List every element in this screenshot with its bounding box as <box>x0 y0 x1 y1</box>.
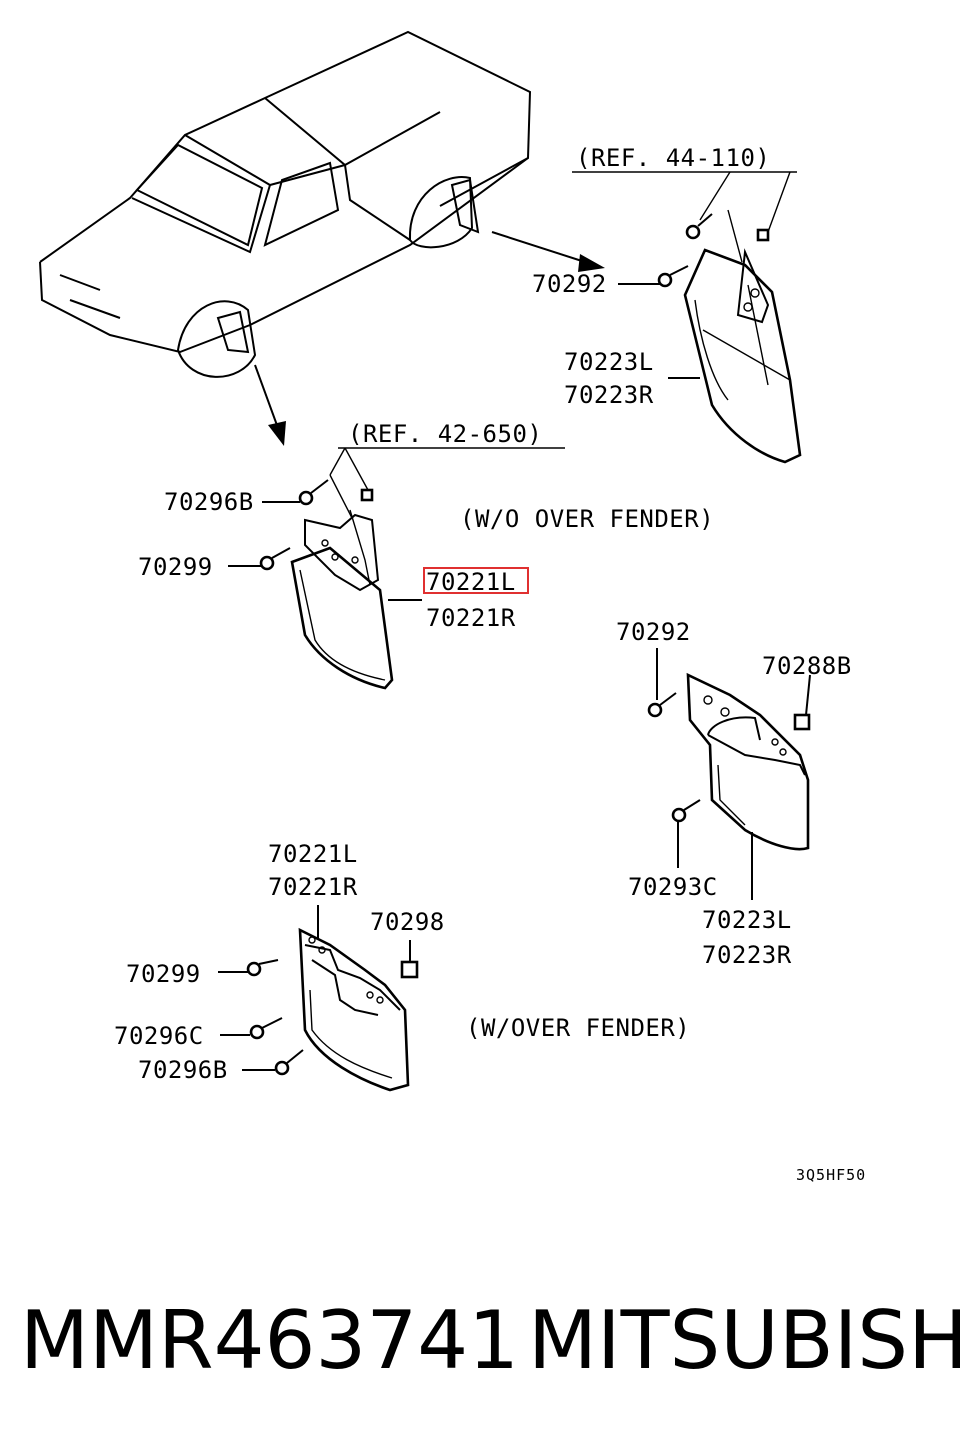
clip-icon <box>360 488 374 502</box>
label-over-70293C: 70293C <box>628 873 718 901</box>
label-over-front-70221R: 70221R <box>268 873 358 901</box>
label-wo-over-fender: (W/O OVER FENDER) <box>460 505 714 533</box>
label-over-front-70296B: 70296B <box>138 1056 228 1084</box>
label-over-front-70299: 70299 <box>126 960 201 988</box>
label-over-70223L: 70223L <box>702 906 792 934</box>
label-over-70223R: 70223R <box>702 941 792 969</box>
label-front-70221L-highlight: 70221L <box>426 568 516 596</box>
screw-icon <box>246 959 279 977</box>
label-w-over-fender: (W/OVER FENDER) <box>466 1014 690 1042</box>
clip-icon <box>793 713 811 731</box>
label-front-70221R: 70221R <box>426 604 516 632</box>
arrow-rear <box>491 231 605 272</box>
front-overfender-mudguard-drawing <box>218 905 419 1092</box>
label-over-front-70296C: 70296C <box>114 1022 204 1050</box>
drawing-code: 3Q5HF50 <box>796 1166 866 1184</box>
screw-icon <box>685 213 713 240</box>
truck-illustration <box>39 30 532 378</box>
label-rear-70292: 70292 <box>532 270 607 298</box>
arrow-front <box>254 364 286 446</box>
screw-icon <box>274 1049 304 1076</box>
label-over-front-70298: 70298 <box>370 908 445 936</box>
label-ref-42-650: (REF. 42-650) <box>348 420 542 448</box>
label-over-70288B: 70288B <box>762 652 852 680</box>
label-rear-70223L: 70223L <box>564 348 654 376</box>
rear-overfender-mudguard-drawing <box>647 648 811 900</box>
label-over-front-70221L: 70221L <box>268 840 358 868</box>
screw-icon <box>259 547 291 571</box>
screw-icon <box>249 1017 283 1040</box>
screw-icon <box>671 799 701 823</box>
label-front-70299: 70299 <box>138 553 213 581</box>
label-rear-70223R: 70223R <box>564 381 654 409</box>
label-over-70292: 70292 <box>616 618 691 646</box>
brand-name: MITSUBISHI <box>528 1294 960 1387</box>
rear-mudguard-drawing <box>572 171 802 464</box>
part-number: MMR463741 <box>20 1294 519 1387</box>
screw-icon <box>298 479 329 506</box>
highlight-box <box>423 567 529 594</box>
label-front-70296B: 70296B <box>164 488 254 516</box>
screw-icon <box>657 265 689 288</box>
clip-icon <box>400 960 419 979</box>
label-ref-44-110: (REF. 44-110) <box>576 144 770 172</box>
front-mudguard-drawing <box>228 447 565 690</box>
clip-icon <box>756 228 770 242</box>
screw-icon <box>647 692 677 718</box>
